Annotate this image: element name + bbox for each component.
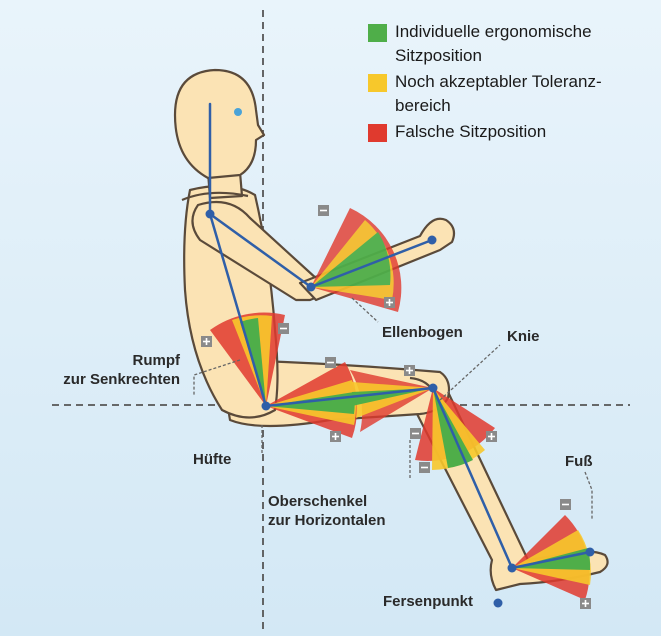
plus-marker: [330, 431, 341, 442]
green-swatch: [368, 24, 387, 42]
plus-marker: [201, 336, 212, 347]
label-knie: Knie: [507, 327, 540, 346]
elbow-joint: [307, 283, 316, 292]
label-ellenbogen: Ellenbogen: [382, 323, 463, 342]
minus-marker: [410, 428, 421, 439]
minus-marker: [318, 205, 329, 216]
legend-label: Noch akzeptabler Toleranz-: [395, 70, 653, 94]
plus-marker: [580, 598, 591, 609]
plus-marker: [384, 297, 395, 308]
heel-point: [494, 599, 503, 608]
wrist-joint: [428, 236, 437, 245]
minus-marker: [419, 462, 430, 473]
legend-item-tolerance: Noch akzeptabler Toleranz- bereich: [368, 70, 653, 118]
knee-joint: [429, 384, 438, 393]
minus-marker: [278, 323, 289, 334]
label-fersenpunkt: Fersenpunkt: [383, 592, 473, 611]
legend-item-ergonomic: Individuelle ergonomische Sitzposition: [368, 20, 653, 68]
toe-joint: [586, 548, 595, 557]
legend-label-cont: bereich: [395, 94, 653, 118]
legend: Individuelle ergonomische Sitzposition N…: [368, 20, 653, 146]
label-huefte: Hüfte: [193, 450, 231, 469]
legend-label: Falsche Sitzposition: [395, 120, 653, 144]
label-oberschenkel: Oberschenkel zur Horizontalen: [268, 492, 386, 530]
minus-marker: [325, 357, 336, 368]
plus-marker: [486, 431, 497, 442]
legend-label: Individuelle ergonomische: [395, 20, 653, 44]
ankle-joint: [508, 564, 517, 573]
label-fuss: Fuß: [565, 452, 593, 471]
plus-marker: [404, 365, 415, 376]
label-rumpf: Rumpf zur Senkrechten: [48, 351, 180, 389]
label-rumpf-line1: Rumpf: [48, 351, 180, 370]
hip-joint: [262, 402, 271, 411]
label-rumpf-line2: zur Senkrechten: [48, 370, 180, 389]
legend-label-cont: Sitzposition: [395, 44, 653, 68]
shoulder-joint: [206, 210, 215, 219]
eye: [234, 108, 242, 116]
yellow-swatch: [368, 74, 387, 92]
label-oberschenkel-line1: Oberschenkel: [268, 492, 386, 511]
label-oberschenkel-line2: zur Horizontalen: [268, 511, 386, 530]
legend-item-wrong: Falsche Sitzposition: [368, 120, 653, 144]
red-swatch: [368, 124, 387, 142]
minus-marker: [560, 499, 571, 510]
